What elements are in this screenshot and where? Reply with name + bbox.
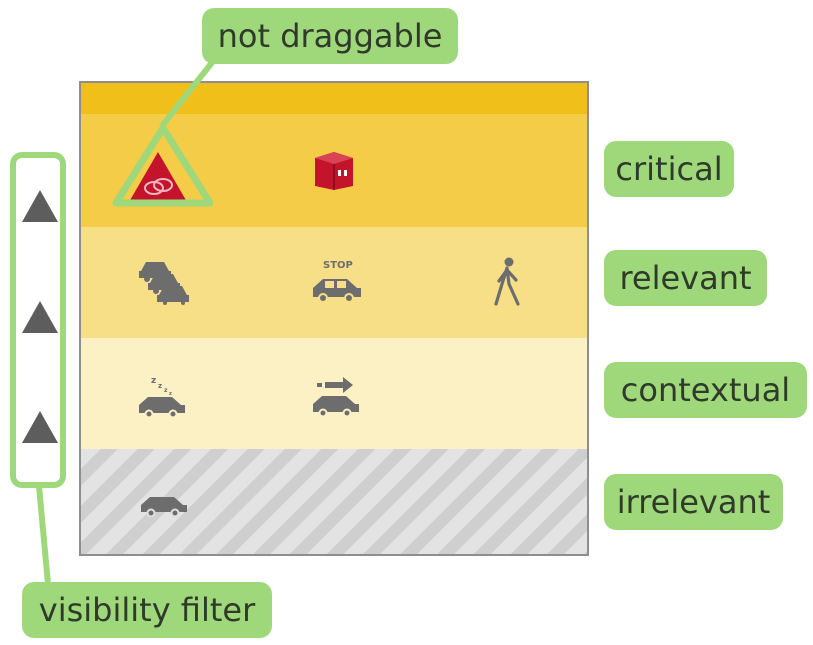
relevant-label-text: relevant xyxy=(619,259,752,297)
svg-text:z: z xyxy=(151,376,156,386)
relevant-threshold-handle-icon[interactable] xyxy=(20,297,60,337)
not-draggable-callout: not draggable xyxy=(202,8,458,64)
not-draggable-label: not draggable xyxy=(217,17,443,55)
car-stop-icon: STOP xyxy=(309,260,365,304)
package-icon xyxy=(315,152,353,190)
svg-text:z: z xyxy=(158,382,162,390)
relevant-band: STOP xyxy=(81,227,587,338)
visibility-filter-label: visibility filter xyxy=(38,591,256,629)
svg-text:z: z xyxy=(164,387,168,394)
critical-label: critical xyxy=(604,141,734,197)
moving-car-icon xyxy=(313,377,359,416)
crash-warning-icon xyxy=(129,152,187,202)
car-icon xyxy=(141,497,187,517)
priority-board: STOP z z z z xyxy=(79,81,589,556)
contextual-threshold-handle-icon[interactable] xyxy=(20,407,60,447)
irrelevant-band xyxy=(81,449,587,554)
visibility-filter-box xyxy=(10,152,66,488)
pedestrian-icon xyxy=(494,257,520,306)
sleeping-driver-car-icon: z z z z xyxy=(139,376,185,417)
traffic-jam-icon xyxy=(139,262,189,305)
contextual-label-text: contextual xyxy=(620,371,791,409)
contextual-band: z z z z xyxy=(81,338,587,449)
irrelevant-label-text: irrelevant xyxy=(616,483,771,521)
contextual-label: contextual xyxy=(604,362,807,418)
svg-text:z: z xyxy=(169,391,172,397)
relevant-label: relevant xyxy=(604,250,767,306)
visibility-filter-callout: visibility filter xyxy=(22,582,272,638)
critical-label-text: critical xyxy=(615,150,723,188)
critical-band xyxy=(81,114,587,227)
stop-sign-text: STOP xyxy=(323,260,353,271)
critical-threshold-handle-icon[interactable] xyxy=(20,186,60,226)
board-top-strip xyxy=(81,83,587,114)
irrelevant-label: irrelevant xyxy=(604,474,783,530)
